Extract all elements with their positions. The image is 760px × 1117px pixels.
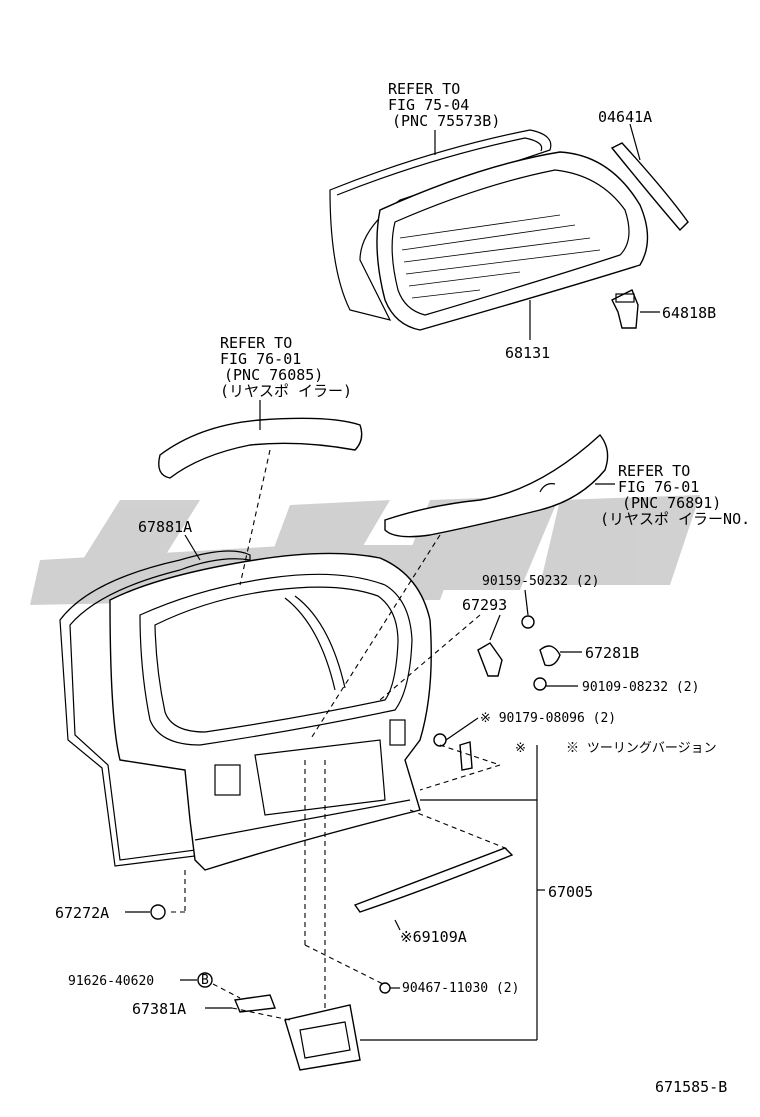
rear-spoiler-right	[384, 433, 609, 538]
bolt-91626	[197, 972, 213, 988]
label-90467: 90467-11030 (2)	[402, 981, 519, 996]
label-90109: 90109-08232 (2)	[582, 680, 699, 695]
bolt-letter: B	[201, 973, 209, 988]
callout-76-01b-line3: (PNC 76891)	[622, 494, 721, 512]
back-door-panel	[109, 552, 432, 871]
label-68131: 68131	[505, 344, 550, 362]
glass-molding	[610, 142, 689, 232]
label-67005: 67005	[548, 883, 593, 901]
label-90159: 90159-50232 (2)	[482, 574, 599, 589]
callout-76-01b-line4: (リヤスポ イラーNO. 1)	[600, 510, 760, 528]
callout-76-01a-line2: FIG 76-01	[220, 350, 301, 368]
bracket-touring	[459, 741, 473, 771]
clip-part	[611, 289, 639, 329]
rear-spoiler-upper	[158, 417, 363, 479]
callout-76-01a-line4: (リヤスポ イラー)	[220, 382, 352, 400]
labels: REFER TO FIG 75-04 (PNC 75573B) 04641A 6…	[55, 80, 760, 1096]
callout-76-01b-line1: REFER TO	[618, 462, 690, 480]
screw-90467	[379, 982, 391, 994]
screw-90109	[533, 677, 547, 691]
label-67293: 67293	[462, 596, 507, 614]
garnish-69109A	[353, 847, 514, 913]
label-90179: ※ 90179-08096 (2)	[480, 711, 616, 726]
leader-lines	[125, 123, 660, 1041]
hardware-parts	[150, 615, 561, 1071]
nut-90179	[433, 733, 447, 747]
part-67293-shape	[477, 642, 503, 677]
back-glass	[376, 151, 649, 331]
dashed-lines	[168, 449, 511, 1021]
touring-asterisk: ※	[515, 741, 526, 756]
door-weatherstrip	[59, 550, 251, 867]
label-64818B: 64818B	[662, 304, 716, 322]
cushion-67272A	[150, 904, 166, 920]
label-04641A: 04641A	[598, 108, 652, 126]
label-67272A: 67272A	[55, 904, 109, 922]
label-67381A: 67381A	[132, 1000, 186, 1018]
callout-76-01a-line1: REFER TO	[220, 334, 292, 352]
hinge-67381A	[234, 994, 276, 1013]
touring-version-note: ※ ツーリングバージョン	[566, 741, 717, 756]
label-67281B: 67281B	[585, 644, 639, 662]
callout-75-04-line3: (PNC 75573B)	[392, 112, 500, 130]
callout-76-01b-line2: FIG 76-01	[618, 478, 699, 496]
label-69109A: ※69109A	[400, 928, 467, 946]
label-91626: 91626-40620	[68, 974, 154, 989]
callout-75-04-line1: REFER TO	[388, 80, 460, 98]
callout-75-04-line2: FIG 75-04	[388, 96, 469, 114]
figure-id: 671585-B	[655, 1078, 727, 1096]
part-67281B-shape	[539, 645, 561, 667]
lock-assembly	[284, 1004, 361, 1071]
callout-76-01a-line3: (PNC 76085)	[224, 366, 323, 384]
screw-90159	[521, 615, 535, 629]
label-67881A: 67881A	[138, 518, 192, 536]
